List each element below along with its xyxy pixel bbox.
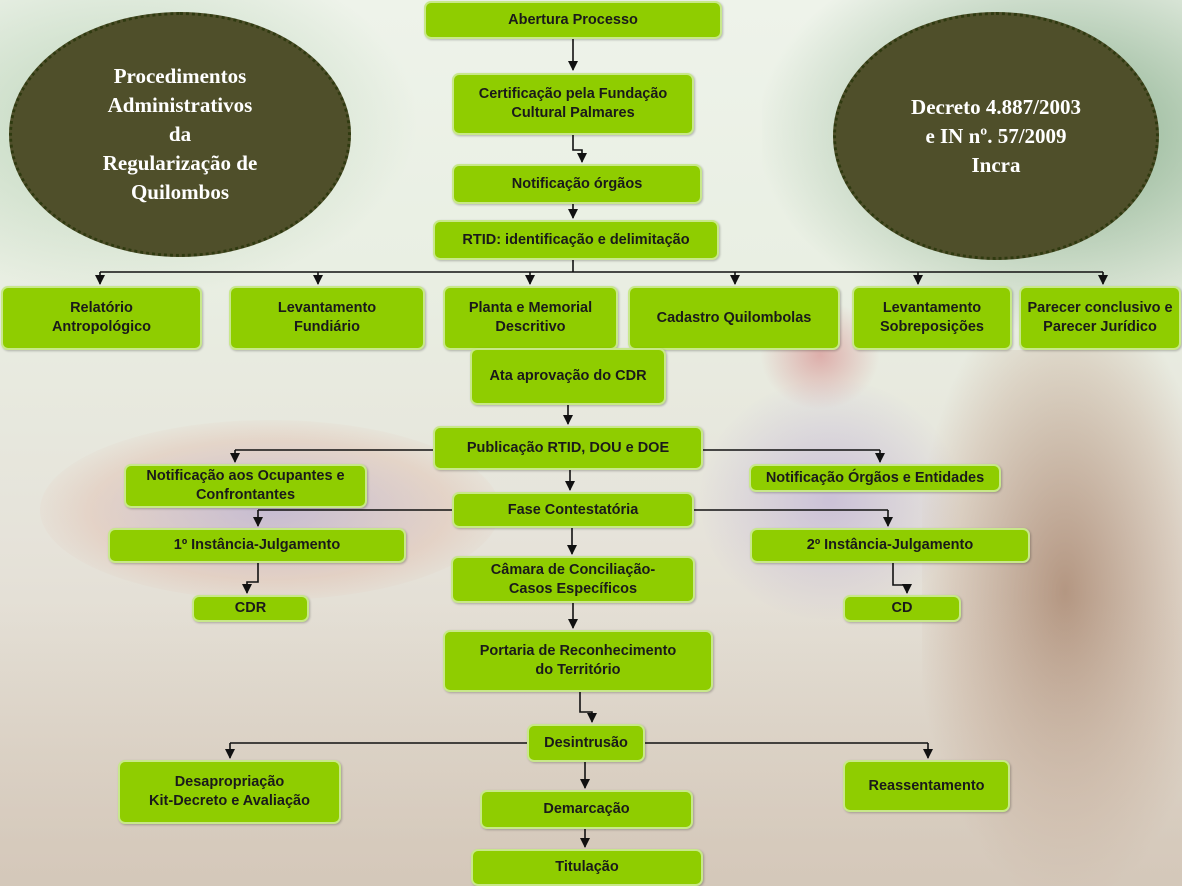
step-titulacao: Titulação (471, 849, 703, 886)
step-cd: CD (843, 595, 961, 622)
step-segunda-instancia: 2º Instância-Julgamento (750, 528, 1030, 563)
step-abertura-processo: Abertura Processo (424, 1, 722, 39)
step-notificacao-orgaos: Notificação órgãos (452, 164, 702, 204)
arrow-instancia1-cdr (242, 563, 259, 594)
step-desintrusao: Desintrusão (527, 724, 645, 762)
step-planta-memorial: Planta e Memorial Descritivo (443, 286, 618, 350)
step-reassentamento: Reassentamento (843, 760, 1010, 812)
step-desapropriacao: Desapropriação Kit-Decreto e Avaliação (118, 760, 341, 824)
step-cdr: CDR (192, 595, 309, 622)
step-fase-contestatoria: Fase Contestatória (452, 492, 694, 528)
step-certificacao: Certificação pela Fundação Cultural Palm… (452, 73, 694, 135)
step-notificacao-ocupantes: Notificação aos Ocupantes e Confrontante… (124, 464, 367, 508)
step-relatorio-antropologico: Relatório Antropológico (1, 286, 202, 350)
step-notificacao-orgaos-entidades: Notificação Órgãos e Entidades (749, 464, 1001, 492)
step-levantamento-fundiario: Levantamento Fundiário (229, 286, 425, 350)
step-ata-aprovacao: Ata aprovação do CDR (470, 348, 666, 405)
title-oval: Procedimentos Administrativos da Regular… (9, 12, 351, 257)
step-demarcacao: Demarcação (480, 790, 693, 829)
step-parecer: Parecer conclusivo e Parecer Jurídico (1019, 286, 1181, 350)
step-rtid: RTID: identificação e delimitação (433, 220, 719, 260)
arrow-instancia2-cd (892, 563, 912, 594)
step-portaria-reconhecimento: Portaria de Reconhecimento do Território (443, 630, 713, 692)
step-cadastro-quilombolas: Cadastro Quilombolas (628, 286, 840, 350)
legislation-oval: Decreto 4.887/2003 e IN nº. 57/2009 Incr… (833, 12, 1159, 260)
step-levantamento-sobreposicoes: Levantamento Sobreposições (852, 286, 1012, 350)
step-publicacao-rtid: Publicação RTID, DOU e DOE (433, 426, 703, 470)
arrow-certificacao-notificacao (572, 134, 587, 163)
step-camara-conciliacao: Câmara de Conciliação- Casos Específicos (451, 556, 695, 603)
arrow-portaria-desintrusao (579, 692, 597, 723)
step-primeira-instancia: 1º Instância-Julgamento (108, 528, 406, 563)
